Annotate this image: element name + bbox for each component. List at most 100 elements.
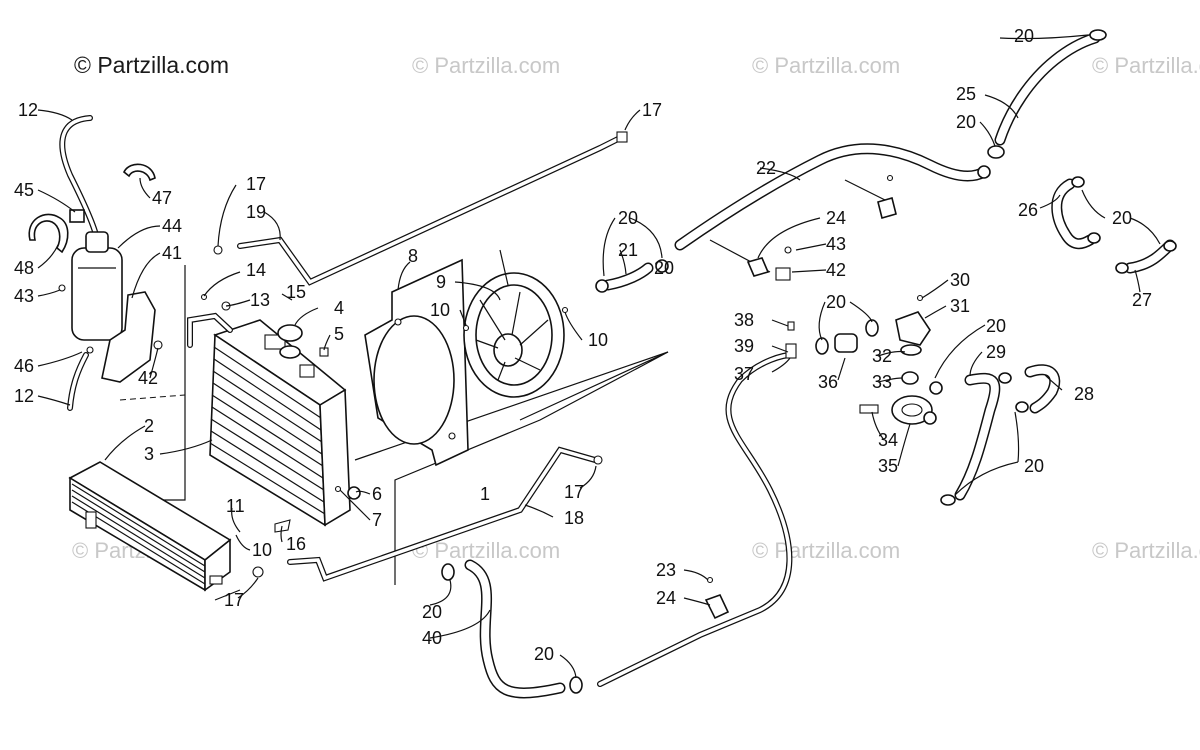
callout-label: 34 (878, 430, 898, 450)
callout-label: 27 (1132, 290, 1152, 310)
callout-label: 1 (480, 484, 490, 504)
clip (877, 197, 897, 219)
screw (334, 485, 342, 493)
clip (775, 267, 791, 281)
callout-label: 20 (422, 602, 442, 622)
screw (86, 346, 94, 354)
callout-label: 6 (372, 484, 382, 504)
callout-label: 3 (144, 444, 154, 464)
callout-label: 42 (138, 368, 158, 388)
callout-label: 41 (162, 243, 182, 263)
callout-label: 31 (950, 296, 970, 316)
hose-19 (237, 135, 623, 286)
pump-housing (859, 381, 943, 425)
callout-label: 30 (950, 270, 970, 290)
clamp (1015, 401, 1029, 413)
callout-label: 48 (14, 258, 34, 278)
clamp (998, 372, 1012, 384)
leader-lines (37, 34, 1161, 679)
clamp (1071, 176, 1085, 188)
reservoir-bracket (101, 291, 156, 383)
callout-label: 19 (246, 202, 266, 222)
callout-label: 10 (430, 300, 450, 320)
screw (200, 293, 208, 301)
callout-label: 2 (144, 416, 154, 436)
callout-label: 13 (250, 290, 270, 310)
callout-label: 17 (564, 482, 584, 502)
clamp (940, 494, 956, 506)
callout-label: 20 (1112, 208, 1132, 228)
callout-label: 38 (734, 310, 754, 330)
callout-label: 10 (252, 540, 272, 560)
callout-label: 42 (826, 260, 846, 280)
callout-label: 33 (872, 372, 892, 392)
callout-label: 11 (226, 496, 245, 516)
clamp (213, 245, 223, 255)
screw (153, 340, 163, 350)
radiator (209, 319, 351, 527)
clamp (1115, 262, 1129, 274)
clamp (593, 455, 603, 465)
callout-label: 24 (656, 588, 676, 608)
callout-label: 35 (878, 456, 898, 476)
clamp (569, 676, 583, 694)
callout-label: 10 (588, 330, 608, 350)
callout-label: 17 (246, 174, 266, 194)
watermark: © Partzilla.com (412, 53, 560, 78)
tube-fitting (785, 343, 797, 359)
callout-label: 47 (152, 188, 172, 208)
screw (886, 174, 894, 182)
callout-label: 26 (1018, 200, 1038, 220)
callout-label: 8 (408, 246, 418, 266)
callout-label: 20 (618, 208, 638, 228)
hose-37 (597, 352, 793, 687)
callout-label: 7 (372, 510, 382, 530)
screw (706, 576, 714, 584)
callout-label: 17 (642, 100, 662, 120)
callout-label: 44 (162, 216, 182, 236)
clamp-ring (28, 213, 69, 254)
callout-label: 15 (286, 282, 306, 302)
callout-label: 16 (286, 534, 306, 554)
clamp (655, 259, 669, 273)
callout-label: 43 (14, 286, 34, 306)
callout-label: 20 (654, 258, 674, 278)
callout-label: 20 (826, 292, 846, 312)
clamp (441, 563, 455, 581)
callout-label: 29 (986, 342, 1006, 362)
callout-label: 23 (656, 560, 676, 580)
callout-label: 20 (534, 644, 554, 664)
callout-label: 28 (1074, 384, 1094, 404)
hose-25 (994, 32, 1101, 146)
callout-label: 20 (1024, 456, 1044, 476)
clamp-ring (122, 163, 156, 182)
clamp (1089, 29, 1107, 41)
watermarks: © Partzilla.com © Partzilla.com © Partzi… (72, 53, 1200, 563)
clamp (595, 279, 609, 293)
callout-label: 45 (14, 180, 34, 200)
watermark: © Partzilla.com (752, 53, 900, 78)
callout-label: 9 (436, 272, 446, 292)
callout-label: 20 (986, 316, 1006, 336)
clamp (977, 165, 991, 179)
callout-label: 43 (826, 234, 846, 254)
screw (784, 246, 792, 254)
callout-label: 37 (734, 364, 754, 384)
oil-cooler (68, 461, 232, 592)
cooling-fan (462, 249, 569, 398)
clip (704, 594, 730, 620)
clamp (1087, 232, 1101, 244)
screw (787, 321, 795, 331)
callout-label: 12 (18, 100, 38, 120)
watermark: © Partzilla.com (1092, 538, 1200, 563)
callout-label: 40 (422, 628, 442, 648)
callout-label: 17 (224, 590, 244, 610)
callout-label: 5 (334, 324, 344, 344)
callout-label: 12 (14, 386, 34, 406)
fan-shroud (364, 258, 469, 467)
fitting-36 (815, 319, 879, 355)
callout-label: 36 (818, 372, 838, 392)
clamp (987, 145, 1005, 159)
callout-label: 46 (14, 356, 34, 376)
